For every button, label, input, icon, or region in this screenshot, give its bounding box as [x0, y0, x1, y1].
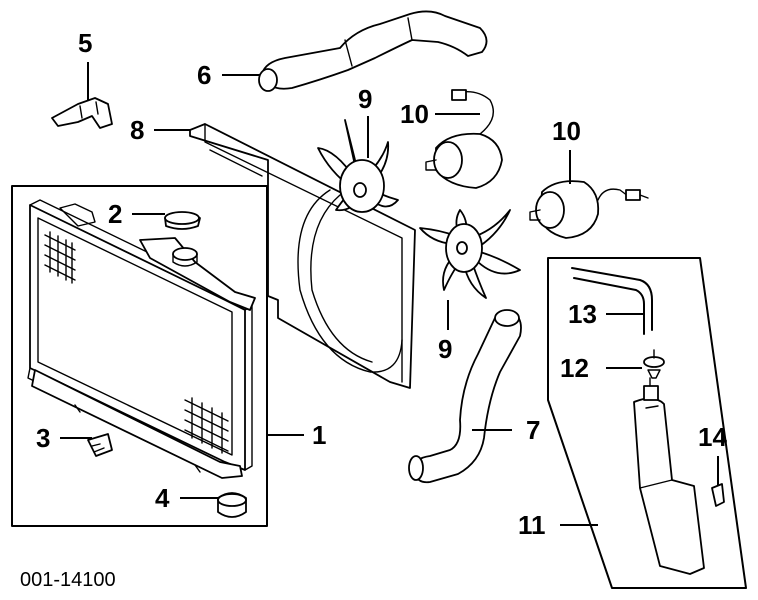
callout-5: 5 [78, 28, 92, 58]
cooling-fan-upper [317, 119, 399, 213]
drain-cock [87, 433, 113, 457]
reservoir-cap [643, 349, 665, 379]
overflow-hose [571, 267, 653, 335]
fan-motor-right [529, 180, 649, 239]
callout-14: 14 [698, 422, 727, 452]
diagram-id: 001-14100 [20, 569, 116, 591]
cooling-fan-lower [419, 209, 521, 299]
upper-radiator-hose [258, 10, 488, 92]
callout-11: 11 [518, 510, 546, 540]
radiator-support-bracket [51, 97, 113, 129]
callout-4: 4 [155, 483, 170, 513]
callout-10b: 10 [552, 116, 581, 146]
callout-8: 8 [130, 115, 144, 145]
callout-2: 2 [108, 199, 122, 229]
callout-12: 12 [560, 353, 589, 383]
callout-3: 3 [36, 423, 50, 453]
callout-13: 13 [568, 299, 597, 329]
grommet [217, 492, 247, 518]
radiator-group-box [11, 185, 268, 527]
radiator-drawing [27, 199, 256, 479]
callout-9b: 9 [438, 334, 452, 364]
fan-motor-upper [425, 89, 503, 189]
reservoir-group-box [547, 257, 747, 589]
callout-9a: 9 [358, 84, 372, 114]
reservoir-tank [633, 377, 705, 575]
reservoir-bracket [711, 483, 725, 507]
callout-7: 7 [526, 415, 540, 445]
lower-radiator-hose [408, 309, 522, 484]
radiator-cap [164, 211, 201, 230]
callout-10a: 10 [400, 99, 429, 129]
callout-6: 6 [197, 60, 211, 90]
callout-1: 1 [312, 420, 326, 450]
